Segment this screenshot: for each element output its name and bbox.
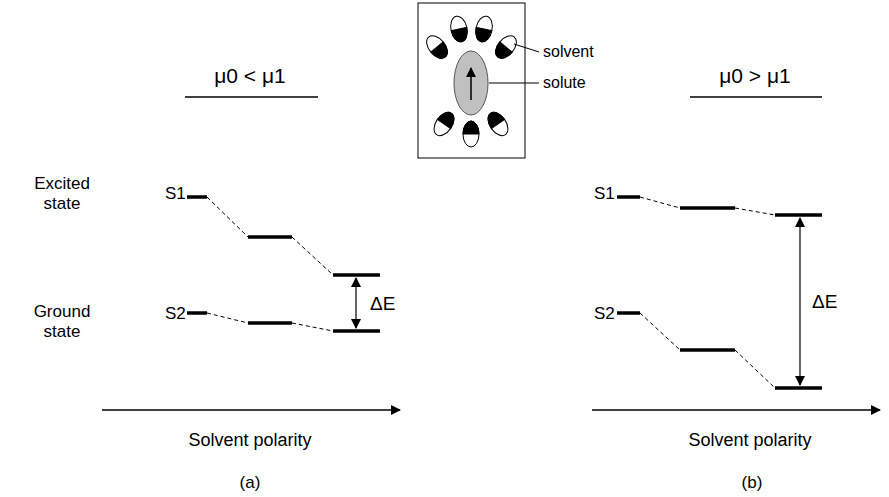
- axis-label: Solvent polarity: [188, 430, 311, 452]
- state-label: Excited state: [17, 174, 107, 215]
- axis-arrow: [592, 409, 880, 411]
- energy-levels-a: [187, 197, 380, 331]
- panel-label: (a): [240, 473, 261, 493]
- solute-ellipse: [454, 51, 488, 115]
- level-name: S1: [594, 184, 615, 204]
- inset-label: solvent: [543, 42, 594, 61]
- level-name: S1: [165, 184, 186, 204]
- inset-label: solute: [543, 73, 586, 92]
- panel-label: (b): [742, 473, 763, 493]
- leader-line: [489, 83, 539, 84]
- heading-underline: [690, 96, 822, 98]
- energy-levels-b: [617, 197, 822, 388]
- solvent-molecules: [423, 15, 521, 147]
- level-name: S2: [165, 304, 186, 324]
- leader-line: [514, 44, 539, 52]
- axis-arrow: [102, 409, 400, 411]
- inset-frame: [418, 3, 525, 158]
- panel-heading: μ0 > μ1: [719, 63, 791, 88]
- energy-gap-label: ΔE: [370, 293, 395, 316]
- state-label: Ground state: [17, 302, 107, 343]
- delta-e-arrow: [355, 278, 356, 328]
- delta-e-arrow: [799, 218, 800, 385]
- heading-underline: [185, 96, 318, 98]
- axis-label: Solvent polarity: [688, 430, 811, 452]
- level-name: S2: [594, 304, 615, 324]
- panel-heading: μ0 < μ1: [214, 63, 286, 88]
- energy-gap-label: ΔE: [812, 291, 837, 314]
